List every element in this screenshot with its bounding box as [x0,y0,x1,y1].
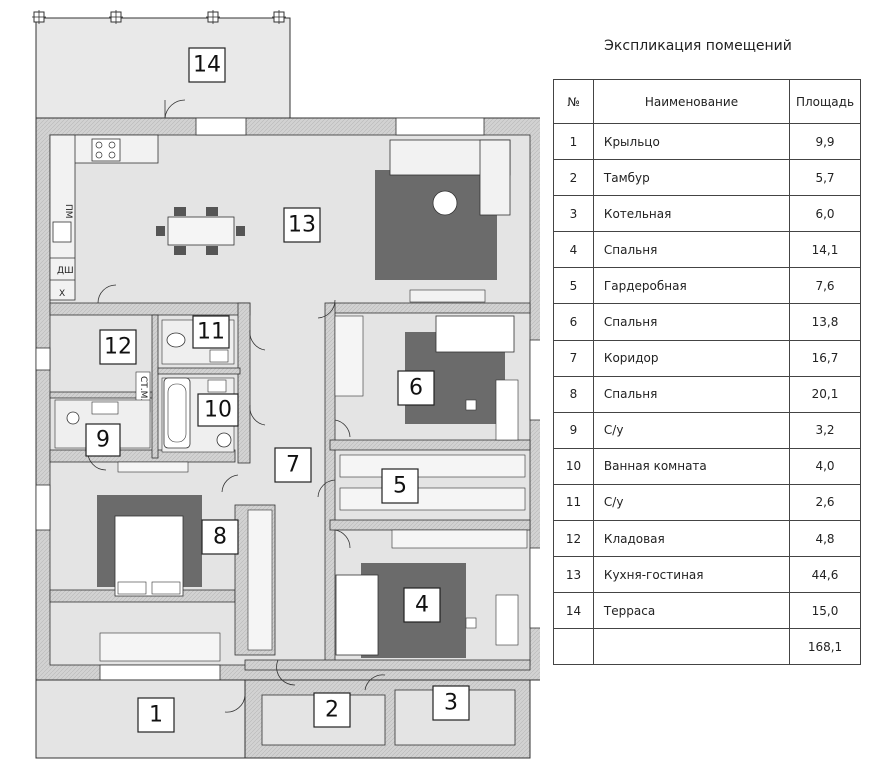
bedroom-6-furniture [334,315,519,441]
room-area: 14,1 [789,231,861,269]
room-name: С/у [592,411,791,449]
room-number: 13 [553,556,594,594]
room-label-12: 12 [104,335,132,360]
room-name: Ванная комната [592,447,791,485]
room-label-9: 9 [96,428,110,453]
room-label-8: 8 [213,525,227,550]
legend-title: Экспликация помещений [604,38,792,54]
living-area [375,139,511,303]
room-area: 9,9 [789,122,861,161]
room-area: 4,0 [789,447,861,485]
room-area: 2,6 [789,483,861,522]
room-number: 8 [553,375,594,413]
empty-cell [592,628,791,666]
room-legend: Экспликация помещений № Наименование Пло… [553,38,861,666]
total-row: 168,1 [553,628,861,666]
column-header-number: № [553,79,594,124]
room-label-14: 14 [193,53,221,78]
room-label-13: 13 [288,213,316,238]
dishwasher-label: ПМ [63,204,73,219]
empty-cell [553,628,594,666]
room-name: Кладовая [592,520,791,558]
dining-table [156,207,245,255]
room-number: 4 [553,231,594,269]
legend-header-row: № Наименование Площадь [553,79,861,124]
room-number: 1 [553,122,594,161]
room-area: 7,6 [789,267,861,305]
room-number: 2 [553,159,594,197]
room-number: 14 [553,592,594,630]
total-area: 168,1 [789,628,861,666]
column-header-name: Наименование [592,79,791,124]
washer-label: СТ.М. [138,376,148,401]
column-header-area: Площадь [789,79,861,124]
room-area: 5,7 [789,159,861,197]
room-area: 13,8 [789,303,861,341]
floor-plan: ПМ ДШ Х [32,10,540,759]
room-area: 4,8 [789,520,861,558]
room-number: 6 [553,303,594,341]
room-name: Терраса [592,592,791,630]
dishwasher-label-2: ДШ [57,266,74,276]
room-area: 20,1 [789,375,861,413]
bedroom-4-furniture [335,529,528,658]
room-label-10: 10 [204,398,232,423]
door-swings [221,299,386,713]
room-name: Гардеробная [592,267,791,305]
room-label-3: 3 [444,691,458,716]
room-label-6: 6 [409,376,423,401]
room-label-11: 11 [197,320,225,345]
room-name: Коридор [592,339,791,377]
room-number: 3 [553,195,594,233]
windows [35,117,540,681]
terrace [32,10,291,119]
fridge-label: Х [59,289,65,299]
bedroom-8-furniture [97,495,273,662]
room-label-2: 2 [325,698,339,723]
room-number: 5 [553,267,594,305]
room-number: 12 [553,520,594,558]
room-name: Котельная [592,195,791,233]
room-name: Спальня [592,231,791,269]
room-area: 16,7 [789,339,861,377]
room-number: 9 [553,411,594,449]
room-name: Крыльцо [592,122,791,161]
room-area: 44,6 [789,556,861,594]
room-area: 3,2 [789,411,861,449]
room-number: 11 [553,483,594,522]
room-area: 6,0 [789,195,861,233]
kitchen-counter: ПМ ДШ Х [49,134,159,301]
room-label-7: 7 [286,453,300,478]
room-name: Спальня [592,303,791,341]
room-name: С/у [592,483,791,522]
room-number: 10 [553,447,594,485]
room-label-5: 5 [393,474,407,499]
room-name: Спальня [592,375,791,413]
room-number: 7 [553,339,594,377]
room-area: 15,0 [789,592,861,630]
room-label-4: 4 [415,593,429,618]
room-labels: 14 13 12 11 10 9 6 7 5 8 4 1 2 3 [85,47,470,733]
room-name: Кухня-гостиная [592,556,791,594]
room-name: Тамбур [592,159,791,197]
room-label-1: 1 [149,703,163,728]
